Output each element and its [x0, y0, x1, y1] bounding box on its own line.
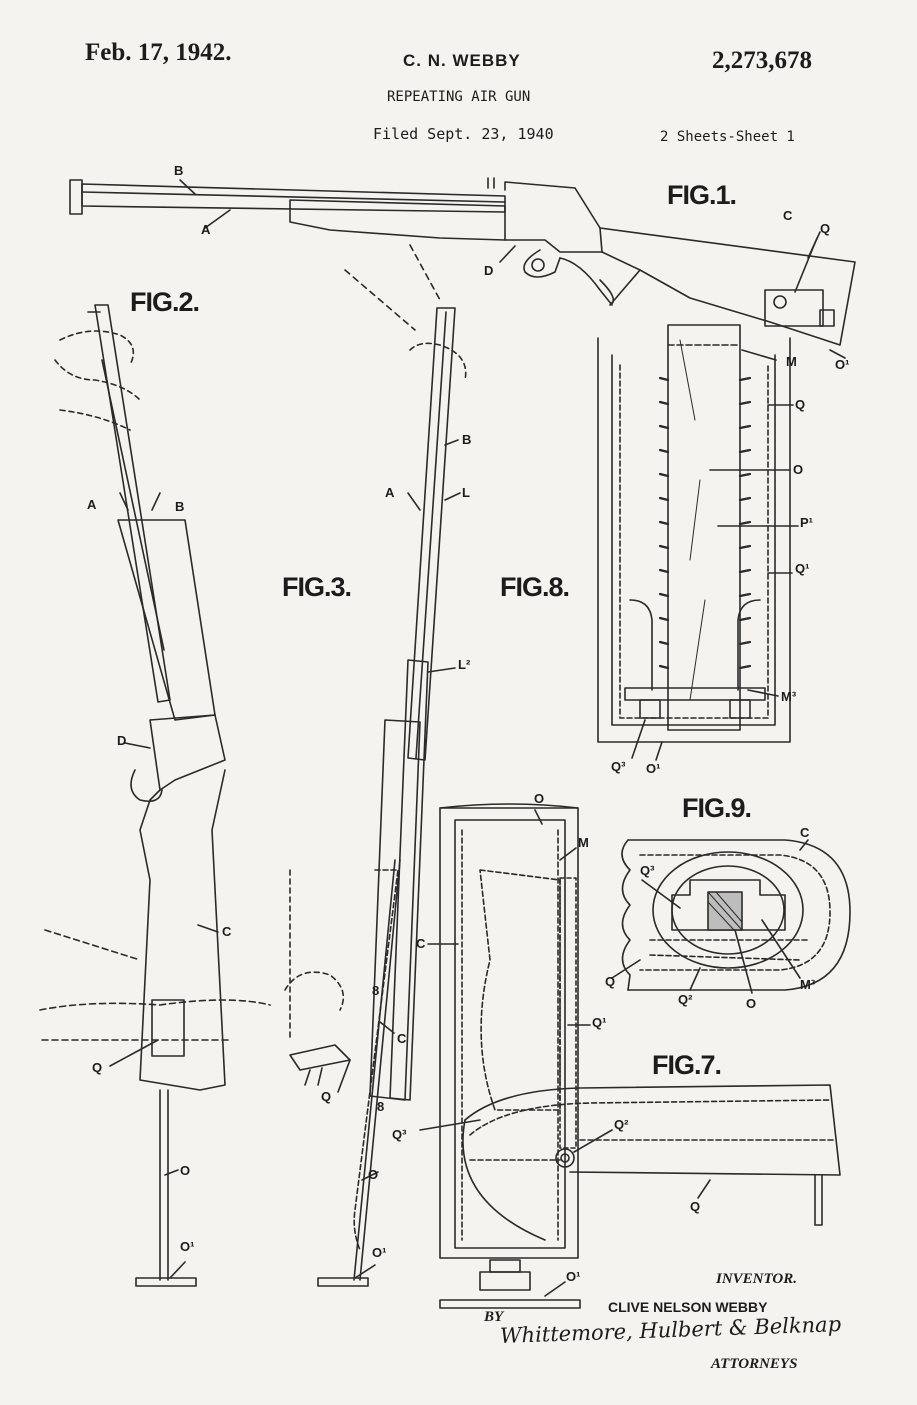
- label-o1: O¹: [566, 1269, 581, 1284]
- label-d: D: [117, 733, 127, 748]
- label-o1: O¹: [372, 1245, 387, 1260]
- label-q: Q: [795, 397, 806, 412]
- fig3-drawing: [285, 245, 466, 1286]
- label-o1: O¹: [180, 1239, 195, 1254]
- inventor-full-name: CLIVE NELSON WEBBY: [608, 1299, 768, 1315]
- filed-date: Filed Sept. 23, 1940: [373, 125, 554, 143]
- fig7-title: FIG.7.: [652, 1050, 722, 1080]
- label-p1: P¹: [800, 515, 813, 530]
- label-d: D: [484, 263, 494, 278]
- label-q: Q: [690, 1199, 701, 1214]
- fig8-drawing: [598, 325, 798, 760]
- label-section-8: 8: [377, 1099, 385, 1114]
- label-q2: Q²: [678, 992, 693, 1007]
- label-q3: Q³: [392, 1127, 407, 1142]
- label-o1: O¹: [835, 357, 850, 372]
- label-q1: Q¹: [592, 1015, 607, 1030]
- label-o: O: [368, 1167, 379, 1182]
- label-o: O: [746, 996, 757, 1011]
- attorneys-label: ATTORNEYS: [711, 1356, 798, 1372]
- label-o: O: [180, 1163, 191, 1178]
- label-q2: Q²: [614, 1117, 629, 1132]
- label-b: B: [462, 432, 472, 447]
- label-a: A: [385, 485, 395, 500]
- label-l2: L²: [458, 657, 471, 672]
- label-o: O: [534, 791, 545, 806]
- label-a: A: [87, 497, 97, 512]
- label-m3: M³: [800, 977, 816, 992]
- sheet-count: 2 Sheets-Sheet 1: [660, 129, 795, 145]
- label-m: M: [786, 354, 797, 369]
- label-o1: O¹: [646, 761, 661, 776]
- label-q3: Q³: [640, 863, 655, 878]
- patent-date: Feb. 17, 1942.: [85, 39, 232, 66]
- patent-number: 2,273,678: [712, 47, 812, 74]
- label-b: B: [175, 499, 185, 514]
- label-q: Q: [321, 1089, 332, 1104]
- label-a: A: [201, 222, 211, 237]
- label-l: L: [462, 485, 470, 500]
- label-m3: M³: [781, 689, 797, 704]
- label-q: Q: [605, 974, 616, 989]
- label-q: Q: [820, 221, 831, 236]
- label-m: M: [578, 835, 589, 850]
- patent-title: REPEATING AIR GUN: [387, 89, 531, 105]
- fig2-title: FIG.2.: [130, 287, 200, 317]
- label-section-8: 8: [372, 983, 380, 998]
- fig1-drawing: [70, 178, 855, 358]
- fig1-title: FIG.1.: [667, 180, 737, 210]
- label-c: C: [416, 936, 426, 951]
- fig2-drawing: [40, 305, 270, 1286]
- fig9-drawing: [612, 840, 850, 993]
- label-o: O: [793, 462, 804, 477]
- fig8-title: FIG.8.: [500, 572, 570, 602]
- label-q3: Q³: [611, 759, 626, 774]
- label-c: C: [397, 1031, 407, 1046]
- fig9-title: FIG.9.: [682, 793, 752, 823]
- label-q: Q: [92, 1060, 103, 1075]
- inventor-short-name: C. N. WEBBY: [403, 51, 521, 70]
- fig7-drawing: [420, 804, 840, 1308]
- label-c: C: [783, 208, 793, 223]
- by-label: BY: [484, 1309, 504, 1325]
- label-q1: Q¹: [795, 561, 810, 576]
- label-c: C: [800, 825, 810, 840]
- fig3-title: FIG.3.: [282, 572, 352, 602]
- label-c: C: [222, 924, 232, 939]
- inventor-heading: INVENTOR.: [716, 1271, 797, 1287]
- label-b: B: [174, 163, 184, 178]
